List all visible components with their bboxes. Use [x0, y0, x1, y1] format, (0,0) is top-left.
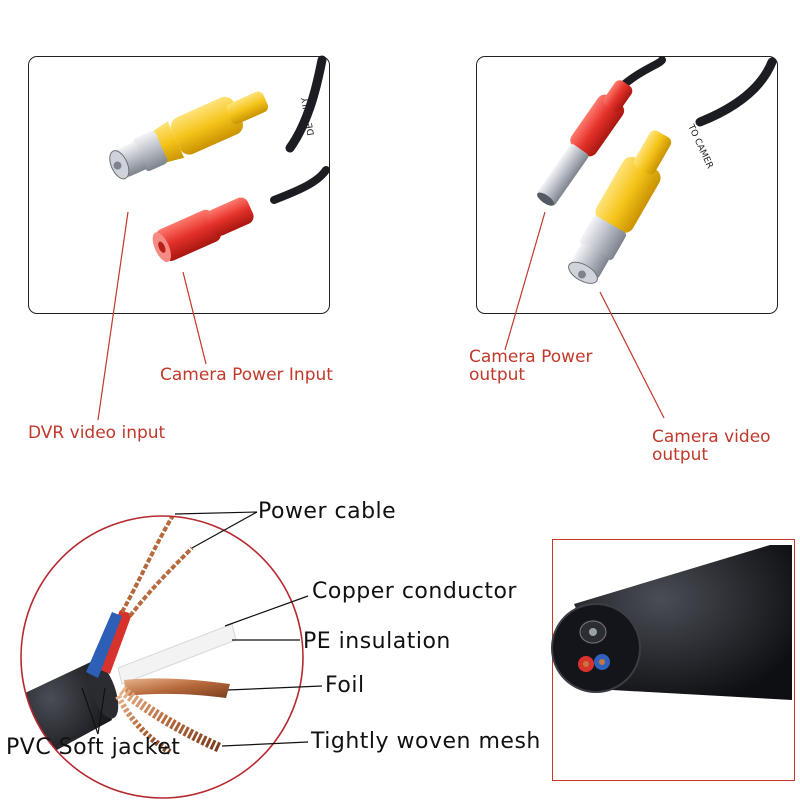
cable-end-illustration	[551, 545, 792, 700]
label-pe-insulation: PE insulation	[303, 629, 451, 654]
dvr-end-photo-panel	[28, 56, 330, 314]
label-camera-video-output-line1: Camera video	[652, 427, 771, 447]
label-camera-power-input: Camera Power Input	[160, 365, 333, 385]
label-copper-conductor: Copper conductor	[312, 579, 517, 604]
label-camera-power-output-line2: output	[469, 365, 526, 385]
cable-print-right: TO CAMER	[685, 122, 715, 170]
label-power-cable: Power cable	[258, 499, 397, 524]
cross-section-leaders	[81, 511, 323, 747]
label-tightly-woven-mesh: Tightly woven mesh	[311, 729, 541, 754]
dvr-end-connectors: DE ONLY	[109, 55, 330, 263]
label-pvc-soft-jacket: PVC Soft jacket	[6, 735, 181, 760]
label-dvr-video-input: DVR video input	[28, 423, 166, 443]
cable-cross-section-illustration	[20, 515, 304, 799]
label-camera-power-output-line1: Camera Power	[469, 347, 593, 367]
label-camera-video-output-line2: output	[652, 445, 709, 465]
label-foil: Foil	[325, 673, 365, 698]
camera-end-connectors: TO CAMER	[537, 56, 777, 284]
